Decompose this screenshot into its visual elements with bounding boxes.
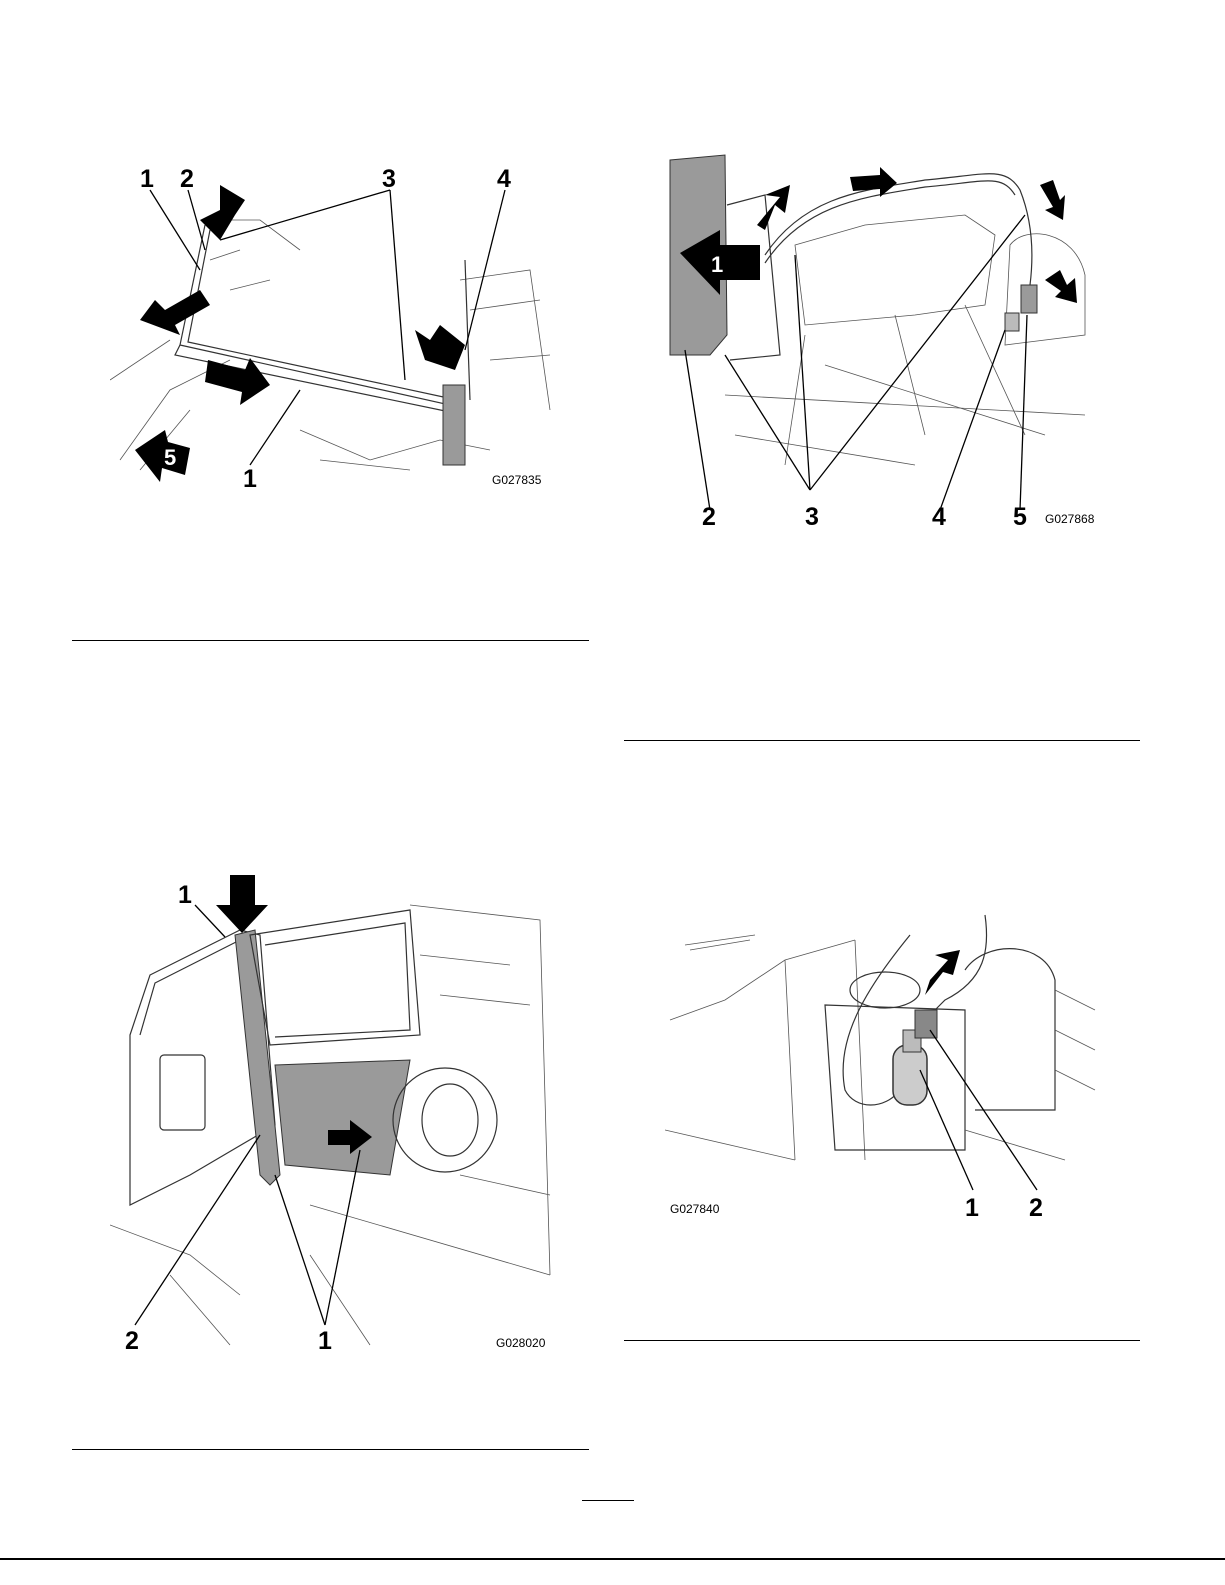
figure-id: G027868: [1045, 512, 1095, 526]
callout-number: 1: [178, 881, 192, 909]
figure-side-panel-illustration: 1 2 1 G028020: [110, 875, 560, 1355]
arrow-down-left: [200, 185, 245, 240]
callout-label-5-arrow: 5: [164, 445, 176, 470]
arrow-down-right: [415, 325, 465, 370]
arrow-left: [140, 290, 210, 335]
section-rule: [72, 1449, 589, 1450]
callout-number: 3: [382, 165, 396, 193]
callout-number: 1: [318, 1327, 332, 1355]
arrow-left-5: [135, 430, 190, 482]
section-rule: [624, 740, 1140, 741]
footer-rule: [0, 1558, 1225, 1560]
callout-number: 5: [1013, 503, 1027, 531]
callout-number: 2: [702, 503, 716, 531]
callout-number: 2: [1029, 1194, 1043, 1220]
figure-id: G027835: [492, 473, 542, 487]
figure-hose-connector: 1 2 3 4 5 G027868 1: [665, 135, 1105, 535]
figure-windshield-seal-illustration: 5 1 2 3 4 1 G027835: [110, 160, 560, 490]
arrow-right: [205, 358, 270, 405]
section-rule: [72, 640, 589, 641]
section-rule: [624, 1340, 1140, 1341]
figure-id: G027840: [670, 1202, 720, 1216]
arrow-down-right-top: [1040, 180, 1065, 220]
arrow-down-left: [925, 950, 960, 995]
callout-number: 1: [140, 165, 154, 193]
callout-number: 2: [125, 1327, 139, 1355]
arrow-down-right-lower: [1045, 270, 1077, 303]
figure-pump-connector-illustration: G027840 1 2: [665, 910, 1105, 1220]
figure-side-panel: 1 2 1 G028020: [110, 875, 560, 1355]
callout-number: 1: [243, 465, 257, 490]
callout-number: 4: [497, 165, 511, 193]
page-number-underline: [582, 1500, 634, 1501]
callout-number: 3: [805, 503, 819, 531]
figure-hose-connector-illustration: 1 2 3 4 5 G027868 1: [665, 135, 1105, 535]
callout-number: 4: [932, 503, 946, 531]
callout-number: 2: [180, 165, 194, 193]
figure-windshield-seal: 5 1 2 3 4 1 G027835: [110, 160, 560, 490]
callout-number: 1: [965, 1194, 979, 1220]
figure-id: G028020: [496, 1336, 546, 1350]
arrow-down: [216, 875, 268, 933]
figure-pump-connector: G027840 1 2: [665, 910, 1105, 1220]
arrow-up-right: [757, 185, 790, 230]
